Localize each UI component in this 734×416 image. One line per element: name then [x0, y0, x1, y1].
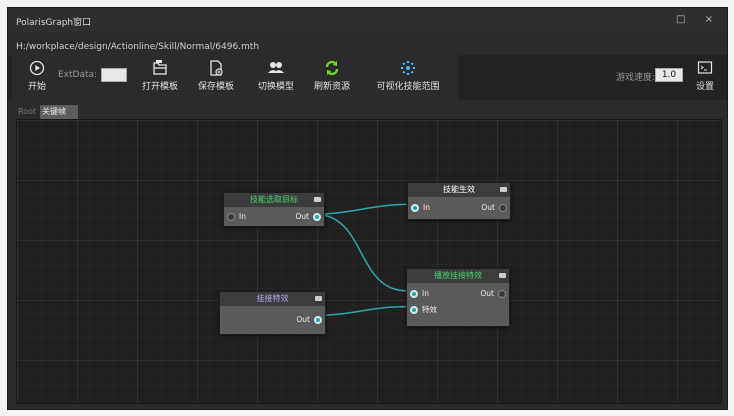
- node-attach-effect-title-text: 挂接特效: [256, 294, 289, 303]
- node-attach-effect[interactable]: 挂接特效 Out: [219, 291, 326, 335]
- port-out-label: Out: [481, 203, 495, 212]
- tab-root[interactable]: Root: [18, 107, 37, 116]
- switch-model-label: 切换模型: [257, 82, 294, 92]
- port-out: Out: [282, 314, 322, 326]
- file-path-bar: H:/workplace/design/Actionline/Skill/Nor…: [8, 38, 727, 58]
- switch-model-button[interactable]: 切换模型: [256, 58, 296, 98]
- connection-wires: [308, 203, 407, 317]
- open-folder-icon: [153, 60, 167, 75]
- refresh-icon: [325, 60, 339, 76]
- port-out: Out: [281, 211, 321, 223]
- port-in-label: In: [422, 289, 429, 298]
- graph-canvas[interactable]: 技能选取目标 In Out 技能生效 In Out: [16, 119, 722, 404]
- node-play-attach-effect[interactable]: 播放挂接特效 In Out 特效: [406, 268, 510, 327]
- window-title: PolarisGraph窗口: [16, 18, 92, 28]
- port-out: Out: [467, 202, 507, 214]
- visualize-skill-range-label: 可视化技能范围: [376, 82, 440, 92]
- pin-in[interactable]: [227, 213, 235, 221]
- toolbar-group: 开始 ExtData: 打开模板 保存模板: [12, 55, 458, 100]
- port-out-label: Out: [296, 315, 310, 324]
- port-in-label: In: [239, 212, 246, 221]
- start-button[interactable]: 开始: [24, 58, 50, 98]
- save-template-button[interactable]: 保存模板: [196, 58, 236, 98]
- wire-select-to-play: [315, 213, 407, 292]
- port-in-label: In: [423, 203, 430, 212]
- node-play-attach-effect-title: 播放挂接特效: [407, 269, 509, 283]
- port-in: In: [410, 288, 450, 300]
- node-skill-effect-title: 技能生效: [408, 183, 510, 197]
- pin-out[interactable]: [499, 204, 507, 212]
- settings-label: 设置: [695, 82, 714, 92]
- extdata-input[interactable]: [101, 68, 127, 82]
- node-skill-effect-title-text: 技能生效: [443, 185, 475, 194]
- pin-out[interactable]: [498, 290, 506, 298]
- port-out: Out: [466, 288, 506, 300]
- start-label: 开始: [27, 82, 46, 92]
- toolbar: 开始 ExtData: 打开模板 保存模板: [8, 55, 727, 100]
- comment-icon[interactable]: [315, 296, 322, 301]
- port-in: In: [227, 211, 267, 223]
- comment-icon[interactable]: [499, 273, 506, 278]
- node-attach-effect-title: 挂接特效: [220, 292, 325, 306]
- pin-in[interactable]: [411, 204, 419, 212]
- node-skill-effect[interactable]: 技能生效 In Out: [407, 182, 511, 220]
- node-select-target-title: 技能选取目标: [224, 193, 324, 207]
- wire-select-to-effect: [315, 203, 407, 216]
- tab-keyframe[interactable]: 关键帧: [40, 105, 78, 119]
- pin-out[interactable]: [313, 213, 321, 221]
- open-template-label: 打开模板: [141, 82, 178, 92]
- users-icon: [268, 62, 284, 73]
- node-select-target-title-text: 技能选取目标: [250, 195, 298, 204]
- comment-icon[interactable]: [314, 197, 321, 202]
- window-controls[interactable]: □ ×: [675, 14, 721, 25]
- game-speed-label: 游戏速度:: [616, 73, 656, 83]
- pin-in[interactable]: [410, 290, 418, 298]
- radar-dots-icon: [400, 60, 416, 76]
- pin-out[interactable]: [314, 316, 322, 324]
- visualize-skill-range-button[interactable]: 可视化技能范围: [376, 58, 440, 98]
- polaris-graph-window: PolarisGraph窗口 □ × H:/workplace/design/A…: [7, 7, 728, 410]
- new-document-icon: [210, 60, 223, 76]
- save-template-label: 保存模板: [197, 82, 234, 92]
- port-in: In: [411, 202, 451, 214]
- node-play-attach-effect-title-text: 播放挂接特效: [434, 271, 482, 280]
- port-out-label: Out: [295, 212, 309, 221]
- port-effect: 特效: [410, 304, 460, 316]
- play-icon: [29, 60, 45, 76]
- comment-icon[interactable]: [500, 187, 507, 192]
- refresh-resources-button[interactable]: 刷新资源: [312, 58, 352, 98]
- node-select-target[interactable]: 技能选取目标 In Out: [223, 192, 325, 227]
- settings-button[interactable]: 设置: [692, 58, 718, 98]
- title-bar[interactable]: PolarisGraph窗口 □ ×: [8, 8, 727, 33]
- game-speed-input[interactable]: 1.0: [655, 68, 683, 82]
- terminal-icon: [697, 61, 713, 74]
- port-effect-label: 特效: [422, 305, 437, 314]
- extdata-label: ExtData:: [58, 70, 98, 80]
- file-path: H:/workplace/design/Actionline/Skill/Nor…: [16, 42, 260, 52]
- port-out-label: Out: [480, 289, 494, 298]
- pin-effect[interactable]: [410, 306, 418, 314]
- open-template-button[interactable]: 打开模板: [140, 58, 180, 98]
- refresh-resources-label: 刷新资源: [313, 82, 350, 92]
